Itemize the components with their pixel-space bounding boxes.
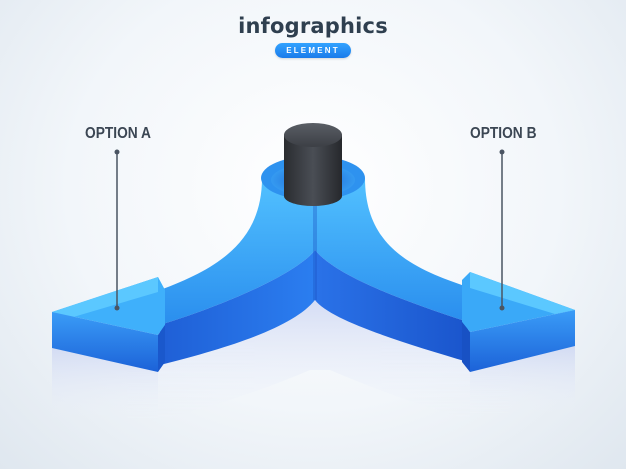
option-b-pointer <box>499 149 505 311</box>
right-arrow-head-front <box>470 310 575 372</box>
infographics-title: infographics <box>238 14 388 38</box>
right-arrow-band-side <box>315 250 468 362</box>
left-arrow-band-side <box>160 250 315 365</box>
left-arrow-band-top <box>160 178 315 325</box>
option-a-pointer <box>114 149 120 311</box>
element-badge: ELEMENT <box>275 43 351 58</box>
option-b-label: OPTION B <box>470 125 537 142</box>
left-arrow-head-front <box>52 312 158 372</box>
option-a-label: OPTION A <box>85 125 152 142</box>
right-arrow <box>315 178 575 372</box>
right-arrow-band-top <box>315 178 468 322</box>
center-cylinder <box>284 123 342 206</box>
left-arrow <box>52 178 315 372</box>
